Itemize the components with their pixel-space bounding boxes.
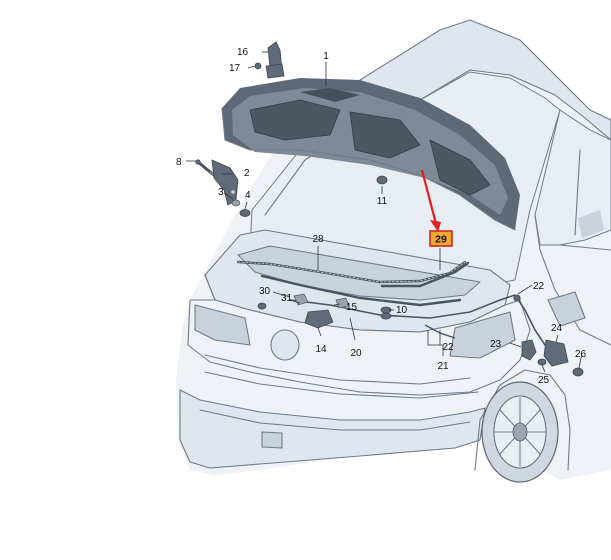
callout-29: 29	[435, 234, 447, 246]
callout-25: 25	[538, 375, 550, 386]
callout-15: 15	[346, 302, 358, 313]
highlight-callout-29: 29	[420, 169, 453, 247]
highlight-box	[429, 230, 453, 247]
callout-30: 30	[259, 286, 271, 297]
callout-11: 11	[377, 196, 388, 207]
callout-21: 21	[437, 361, 449, 372]
fasteners-hinge	[231, 199, 251, 217]
callout-28: 28	[312, 234, 324, 245]
callout-1: 1	[323, 51, 329, 62]
callout-17: 17	[229, 63, 241, 74]
callout-10: 10	[396, 305, 408, 316]
callout-20: 20	[350, 348, 362, 359]
callout-4: 4	[245, 190, 251, 201]
callout-22-top: 22	[533, 281, 545, 292]
leader-lines	[186, 51, 583, 373]
seals	[236, 260, 470, 307]
washer-nozzle	[376, 175, 388, 185]
callout-31: 31	[281, 293, 293, 304]
vehicle-body	[176, 19, 611, 483]
callout-14: 14	[315, 344, 327, 355]
callout-16: 16	[237, 47, 249, 58]
lock-parts	[257, 293, 584, 377]
callout-26: 26	[575, 349, 587, 360]
callout-23: 23	[490, 339, 502, 350]
highlight-arrowhead	[430, 220, 441, 232]
callout-3: 3	[218, 187, 224, 198]
callout-2: 2	[244, 168, 250, 179]
hood-hinge	[211, 159, 239, 206]
callout-labels: 1 2 3 4 8 10 11 14 15 16 17 20 21 22 22 …	[176, 47, 587, 386]
callout-24: 24	[551, 323, 563, 334]
hood-assembly	[221, 78, 520, 231]
callout-22-bottom: 22	[442, 342, 454, 353]
callout-8: 8	[176, 157, 182, 168]
hood-support-rod	[254, 41, 285, 79]
